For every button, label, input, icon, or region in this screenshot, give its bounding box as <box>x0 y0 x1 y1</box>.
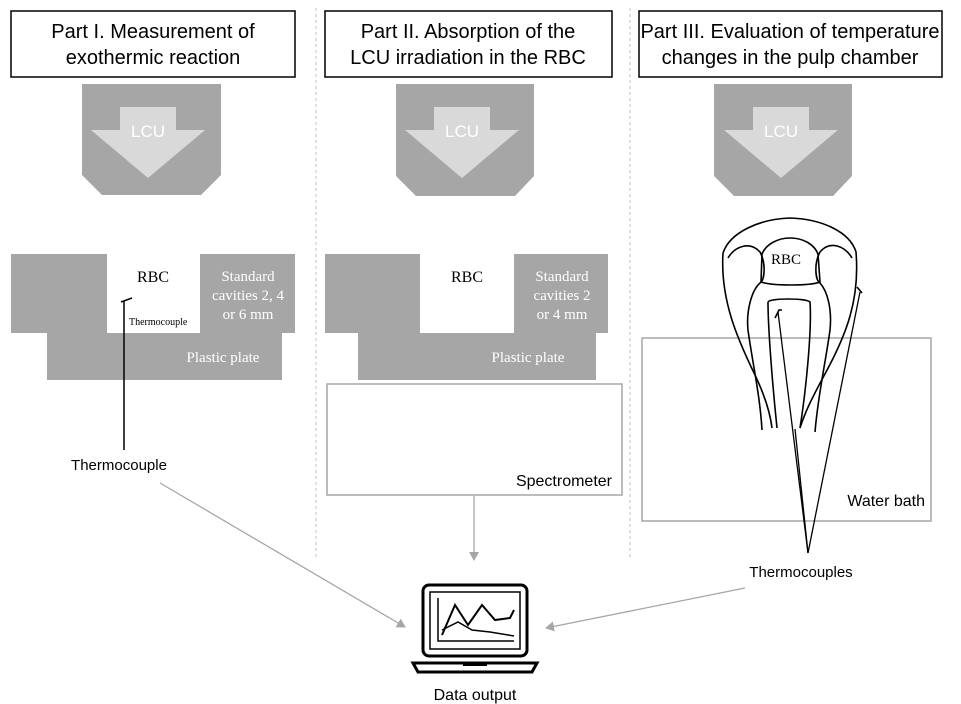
part-2-cavity-line1: Standard <box>535 269 589 285</box>
part-1-title-line1: Part I. Measurement of <box>51 21 255 43</box>
part-2-title-box <box>324 10 613 78</box>
spectrometer-label: Spectrometer <box>516 473 613 490</box>
pulp-chamber <box>767 298 812 429</box>
part-3-rbc-label: RBC <box>771 252 801 268</box>
water-bath-label: Water bath <box>847 493 925 510</box>
laptop-screen <box>421 583 529 658</box>
chart-axes-icon <box>437 598 514 642</box>
thermocouple-tip-right <box>856 286 863 294</box>
lcu-down-arrow <box>405 107 519 178</box>
tooth-drawing <box>721 217 863 433</box>
part-2-plate-label: Plastic plate <box>492 350 565 366</box>
part-1-inner-thermocouple: Thermocouple <box>129 317 188 328</box>
part-3-title-box <box>638 10 943 78</box>
laptop-base <box>410 661 540 674</box>
part-1-rbc-label: RBC <box>137 269 169 286</box>
rbc-cavity <box>760 237 821 286</box>
part-2-cavity-line3: or 4 mm <box>537 307 588 323</box>
tooth-inner-left <box>727 245 765 431</box>
part-2-lcu: LCU <box>396 84 534 196</box>
part-1: Part I. Measurement of exothermic reacti… <box>10 10 296 474</box>
lcu-down-arrow <box>91 107 205 178</box>
part-3-title-line2: changes in the pulp chamber <box>662 47 919 69</box>
chart-line-2-icon <box>441 621 515 637</box>
spectrometer-box <box>326 383 623 496</box>
part-1-cavity-line3: or 6 mm <box>223 307 274 323</box>
part-1-cavity-line1: Standard <box>221 269 275 285</box>
part-1-title-line2: exothermic reaction <box>66 47 241 69</box>
chart-line-1-icon <box>441 602 515 636</box>
part-1-plastic-plate <box>11 254 295 380</box>
part-1-title-box <box>10 10 296 78</box>
water-bath-box <box>641 337 932 522</box>
part-1-sensor-label: Thermocouple <box>71 457 167 474</box>
lcu-label: LCU <box>445 122 479 141</box>
part-1-cavity-line2: cavities 2, 4 <box>212 288 285 304</box>
part-3-title-line1: Part III. Evaluation of temperature <box>640 21 939 43</box>
laptop-icon <box>410 583 540 674</box>
part-2-title-line1: Part II. Absorption of the <box>361 21 576 43</box>
part-3-lcu: LCU <box>714 84 852 196</box>
data-output-label: Data output <box>434 687 517 704</box>
lcu-label: LCU <box>764 122 798 141</box>
connectors <box>159 482 746 632</box>
part-1-thermocouple-wire <box>120 297 133 450</box>
part-1-plate-label: Plastic plate <box>187 350 260 366</box>
thermocouple-tip-left <box>774 309 782 319</box>
part-2: Part II. Absorption of the LCU irradiati… <box>324 10 623 496</box>
part-2-title-line2: LCU irradiation in the RBC <box>350 47 586 69</box>
part-3-sensor-label: Thermocouples <box>749 564 852 581</box>
tooth-inner-right <box>814 244 853 433</box>
lcu-down-arrow <box>724 107 838 178</box>
connector-thermocouples-to-output <box>545 587 746 632</box>
lcu-label: LCU <box>131 122 165 141</box>
part-1-lcu: LCU <box>82 84 221 195</box>
connector-thermocouple-to-output <box>159 482 406 628</box>
part-2-rbc-label: RBC <box>451 269 483 286</box>
part-2-plastic-plate <box>325 254 608 380</box>
thermocouple-wires <box>777 291 861 554</box>
tooth-crown-outline-left <box>721 252 773 429</box>
part-3: Part III. Evaluation of temperature chan… <box>638 10 943 581</box>
part-2-cavity-line2: cavities 2 <box>533 288 590 304</box>
